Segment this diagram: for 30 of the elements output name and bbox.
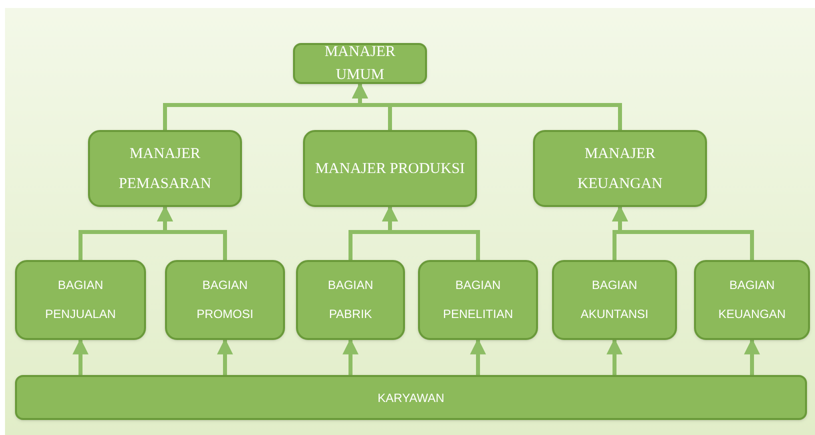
box-label: BAGIAN PENJUALAN: [44, 277, 117, 323]
arrow: [157, 205, 227, 260]
org-box: [88, 130, 242, 207]
org-box: [418, 260, 538, 340]
org-box: [296, 260, 405, 340]
org-box: [165, 260, 285, 340]
box-label: MANAJER UMUM: [324, 43, 396, 84]
arrow: [606, 338, 622, 375]
box-label: MANAJER KEUANGAN: [576, 144, 664, 194]
org-box: [694, 260, 810, 340]
arrow: [382, 205, 480, 260]
org-box: [15, 375, 807, 420]
box-label: MANAJER PEMASARAN: [118, 144, 212, 194]
arrow: [217, 338, 233, 375]
arrow: [744, 338, 760, 375]
box-label: BAGIAN AKUNTANSI: [580, 277, 650, 323]
org-box: [552, 260, 677, 340]
org-box: [303, 130, 477, 207]
box-label: BAGIAN KEUANGAN: [717, 277, 787, 323]
arrow: [470, 338, 486, 375]
arrow: [342, 338, 358, 375]
box-label: BAGIAN PENELITIAN: [442, 277, 514, 323]
arrow: [72, 338, 88, 375]
org-box: [533, 130, 707, 207]
box-label: BAGIAN PROMOSI: [196, 277, 254, 323]
org-box: [293, 43, 427, 84]
box-label: KARYAWAN: [378, 390, 444, 406]
box-label: MANAJER PRODUKSI: [315, 160, 465, 178]
org-box: [15, 260, 146, 340]
box-label: BAGIAN PABRIK: [326, 277, 374, 323]
